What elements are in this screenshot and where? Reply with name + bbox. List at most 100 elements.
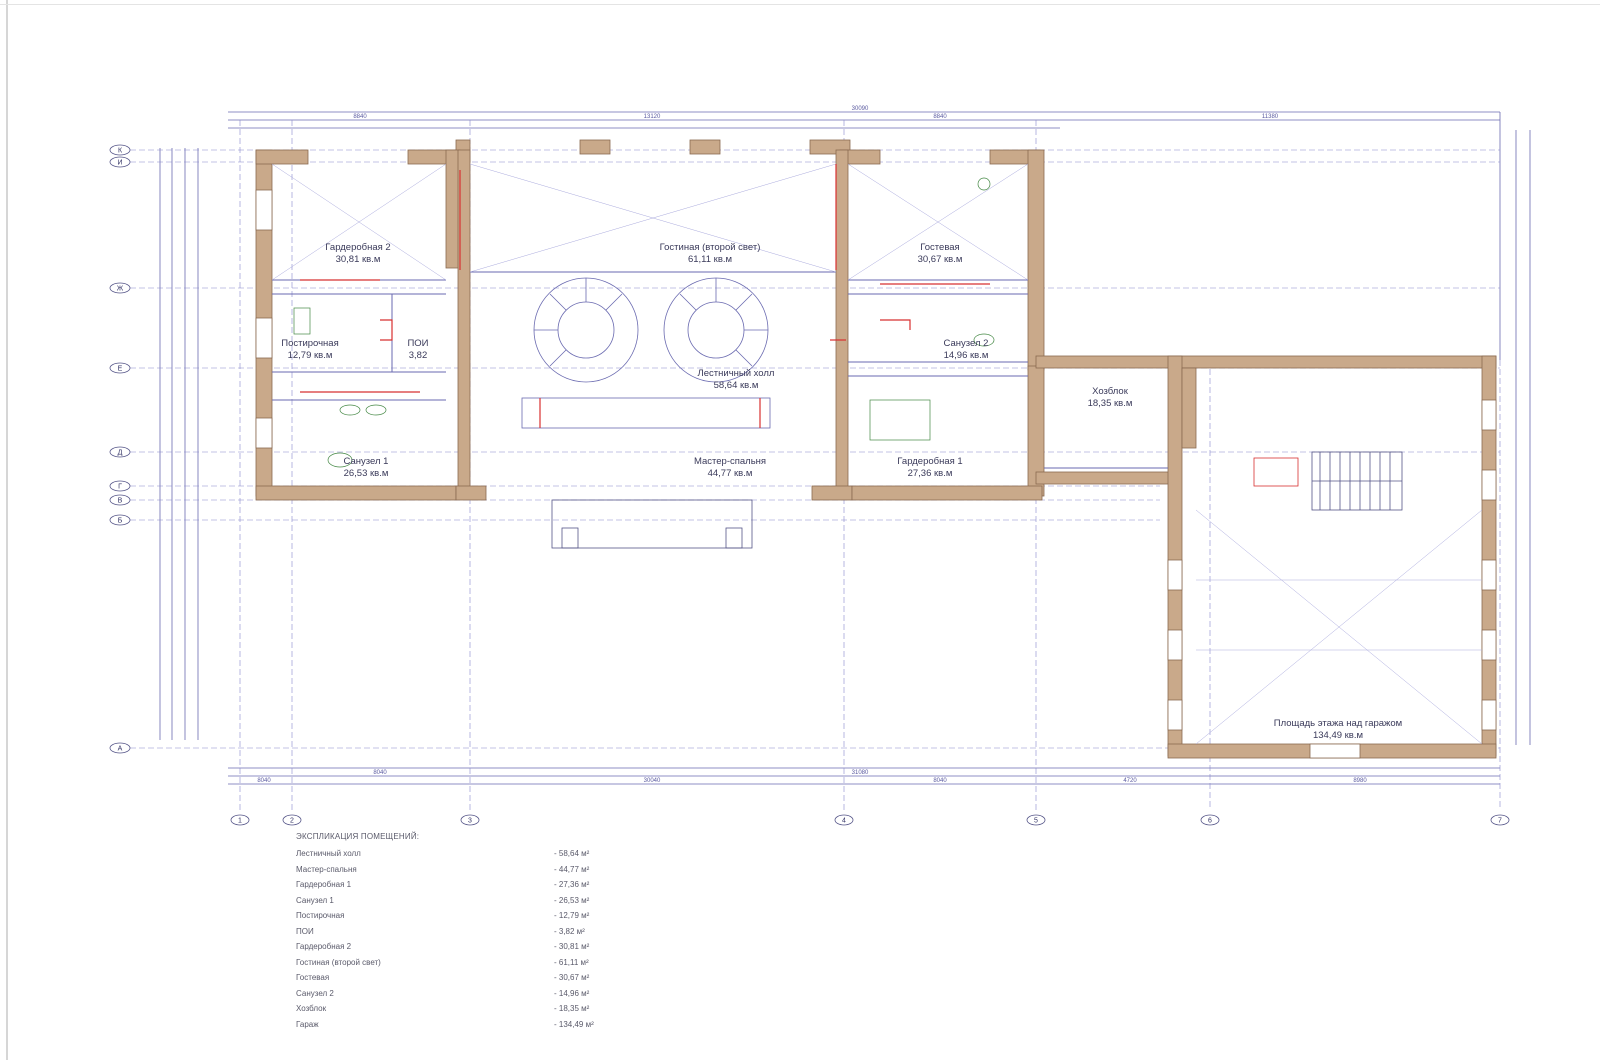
legend-room-area: - 30,81 м² (554, 942, 590, 952)
svg-text:Е: Е (118, 366, 123, 373)
svg-text:Санузел 1: Санузел 1 (344, 456, 389, 467)
garage-stair (1253, 451, 1403, 511)
bottom-dim: 8040 (933, 778, 947, 784)
svg-text:Хозблок: Хозблок (1092, 386, 1129, 397)
legend-row: Гардеробная 1 - 27,36 м² (296, 877, 656, 893)
bottom-dim: 31080 (852, 770, 869, 776)
bottom-dim: 8040 (257, 778, 271, 784)
grid-axes-horizontal (130, 149, 1500, 749)
svg-text:Гардеробная 1: Гардеробная 1 (897, 456, 962, 467)
svg-text:7: 7 (1498, 818, 1502, 825)
svg-text:Гостевая: Гостевая (920, 242, 959, 253)
axis-marker-row-V: В (109, 494, 131, 506)
room-wardrobe-2: Гардеробная 230,81 кв.м (325, 242, 390, 265)
legend-row: Гостевая - 30,67 м² (296, 970, 656, 986)
svg-text:14,96 кв.м: 14,96 кв.м (944, 350, 989, 361)
legend-row: Гараж - 134,49 м² (296, 1017, 656, 1033)
fixtures (293, 177, 995, 468)
axis-marker-col-4: 4 (834, 814, 854, 826)
sheet-border-left (6, 0, 8, 1060)
svg-text:61,11 кв.м: 61,11 кв.м (688, 254, 732, 265)
legend-room-area: - 3,82 м² (554, 926, 585, 936)
legend-row: Хозблок - 18,35 м² (296, 1001, 656, 1017)
room-explication-legend: ЭКСПЛИКАЦИЯ ПОМЕЩЕНИЙ: Лестничный холл - … (296, 832, 656, 1032)
room-wardrobe-1: Гардеробная 127,36 кв.м (897, 456, 962, 479)
legend-title: ЭКСПЛИКАЦИЯ ПОМЕЩЕНИЙ: (296, 832, 420, 841)
svg-text:3,82: 3,82 (409, 350, 428, 361)
legend-row: ПОИ- 3,82 м² (296, 924, 656, 940)
svg-text:Ж: Ж (117, 286, 124, 293)
svg-text:18,35 кв.м: 18,35 кв.м (1088, 398, 1133, 409)
legend-row: Гостиная (второй свет) - 61,11 м² (296, 955, 656, 971)
ceiling-diagonals (271, 163, 1483, 745)
spiral-staircase (521, 277, 771, 429)
walls-main (255, 139, 1045, 501)
bottom-dim: 30040 (644, 778, 661, 784)
svg-text:30,81 кв.м: 30,81 кв.м (336, 254, 381, 265)
legend-room-area: - 134,49 м² (554, 1019, 594, 1029)
axis-marker-col-3: 3 (460, 814, 480, 826)
svg-text:Постирочная: Постирочная (281, 338, 339, 349)
row-axis-markers: К И Ж Е Д Г В Б А (109, 144, 131, 754)
svg-text:58,64 кв.м: 58,64 кв.м (714, 380, 759, 391)
top-dim: 8840 (353, 114, 367, 120)
svg-text:И: И (117, 160, 122, 167)
legend-room-area: - 18,35 м² (554, 1004, 590, 1014)
svg-text:30,67 кв.м: 30,67 кв.м (918, 254, 963, 265)
bottom-dim: 4720 (1123, 778, 1137, 784)
grid-axes-vertical (239, 120, 1501, 810)
svg-text:2: 2 (290, 818, 294, 825)
axis-marker-row-B: Б (109, 514, 131, 526)
top-dim: 11380 (1262, 114, 1279, 120)
legend-room-name: Гардеробная 1 (296, 880, 352, 890)
svg-text:Б: Б (118, 518, 123, 525)
axis-marker-row-I: И (109, 156, 131, 168)
svg-text:Мастер-спальня: Мастер-спальня (694, 456, 766, 467)
top-dimensions: 8840 13120 8840 11380 30090 (353, 106, 1278, 120)
legend-room-name: Гостиная (второй свет) (296, 957, 381, 967)
svg-text:Площадь этажа над гаражом: Площадь этажа над гаражом (1274, 718, 1402, 729)
sheet-border-top (0, 4, 1600, 5)
axis-marker-row-E: Е (109, 362, 131, 374)
partitions (272, 271, 1168, 469)
svg-text:К: К (118, 148, 123, 155)
legend-room-name: Гостевая (296, 973, 330, 983)
legend-room-name: Гараж (296, 1019, 319, 1029)
legend-room-name: Лестничный холл (296, 849, 361, 859)
svg-text:А: А (118, 746, 123, 753)
svg-text:6: 6 (1208, 818, 1212, 825)
legend-row: Лестничный холл - 58,64 м² (296, 846, 656, 862)
svg-text:5: 5 (1034, 818, 1038, 825)
legend-room-area: - 30,67 м² (554, 973, 590, 983)
legend-room-area: - 27,36 м² (554, 880, 590, 890)
axis-marker-col-7: 7 (1490, 814, 1510, 826)
axis-marker-row-Zh: Ж (109, 282, 131, 294)
room-living-room: Гостиная (второй свет)61,11 кв.м (660, 242, 761, 265)
axis-marker-col-6: 6 (1200, 814, 1220, 826)
legend-room-name: Санузел 2 (296, 988, 334, 998)
svg-text:Д: Д (118, 450, 123, 457)
legend-room-area: - 61,11 м² (554, 957, 589, 967)
entrance-porch (551, 499, 753, 549)
top-dim: 30090 (852, 106, 869, 112)
column-axis-markers: 1 2 3 4 5 6 7 (230, 814, 1510, 826)
svg-text:26,53 кв.м: 26,53 кв.м (344, 468, 389, 479)
svg-text:ПОИ: ПОИ (407, 338, 428, 349)
svg-text:Г: Г (118, 484, 122, 491)
axis-marker-col-1: 1 (230, 814, 250, 826)
bottom-dimensions: 8040 30040 8040 8040 31080 4720 8980 (257, 770, 1367, 784)
legend-room-area: - 58,64 м² (554, 849, 590, 859)
svg-text:1: 1 (238, 818, 242, 825)
svg-text:Санузел 2: Санузел 2 (944, 338, 989, 349)
legend-row: Гардеробная 2- 30,81 м² (296, 939, 656, 955)
svg-text:3: 3 (468, 818, 472, 825)
axis-marker-row-A: А (109, 742, 131, 754)
legend-room-name: Хозблок (296, 1004, 327, 1014)
svg-text:4: 4 (842, 818, 846, 825)
top-dim: 8840 (933, 114, 947, 120)
